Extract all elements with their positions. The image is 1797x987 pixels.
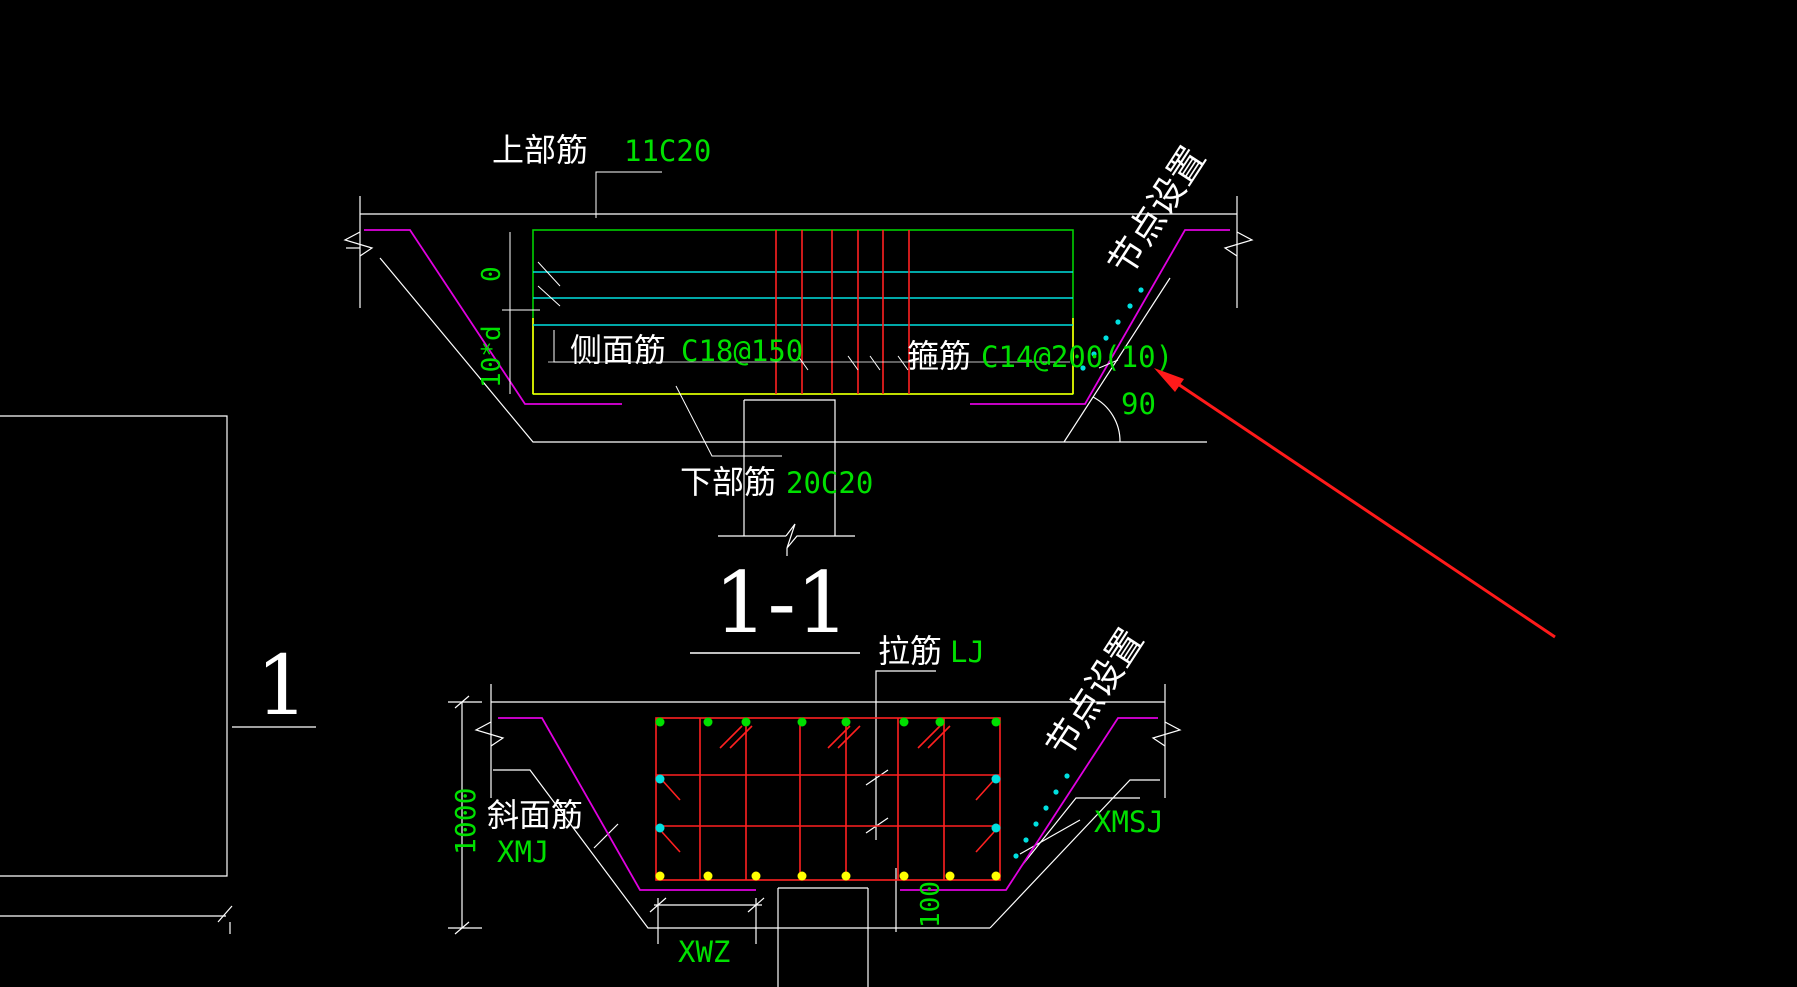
bottom-dim: 100 [916,881,946,928]
top-rebar-value: 11C20 [624,134,711,168]
section-1-frame [532,229,1074,395]
section-1-dimension-ticks [502,171,1119,457]
stirrup-label: 箍筋 [907,337,971,375]
section-2-bottom-bars [655,871,1001,881]
bottom-rebar-value: 20C20 [786,466,873,500]
slope-rebar-value: XMJ [497,835,549,869]
node-setting-label-2: 节点设置 [1039,622,1152,765]
side-rebar-value: C18@150 [681,334,803,368]
node-setting-label-1: 节点设置 [1101,140,1214,283]
section-title: 1-1 [714,554,849,652]
left-partial-element [0,415,316,934]
section-1-node-dots [1080,287,1144,371]
side-rebar-label: 侧面筋 [570,331,666,369]
bottom-rebar-label: 下部筋 [680,463,776,501]
tie-value: LJ [950,635,985,669]
width-label: XWZ [678,935,730,969]
red-arrow-icon [1154,368,1556,639]
dim-zero: 0 [477,266,507,282]
section-1-stirrups [775,230,910,394]
section-marker-number: 1 [256,639,308,734]
stirrup-value: C14@200(10) [981,340,1173,374]
section-1-inclined-rebar [364,229,1230,405]
slope-rebar-label: 斜面筋 [487,796,583,834]
section-2-inclined-rebar [498,717,1158,891]
section-2-rebar-grid [655,717,1001,881]
section-2-side-bars [655,774,1001,833]
tie-label: 拉筋 [878,632,942,670]
section-2-top-bars [655,717,1001,727]
angle-value: 90 [1121,387,1156,421]
section-2-outline [448,670,1182,987]
section-2-node-dots [1013,773,1070,859]
top-rebar-label: 上部筋 [492,131,588,169]
height-dim: 1000 [449,788,482,855]
dim-10d: 10*d [477,325,507,388]
slope-tie-value: XMSJ [1094,805,1164,839]
